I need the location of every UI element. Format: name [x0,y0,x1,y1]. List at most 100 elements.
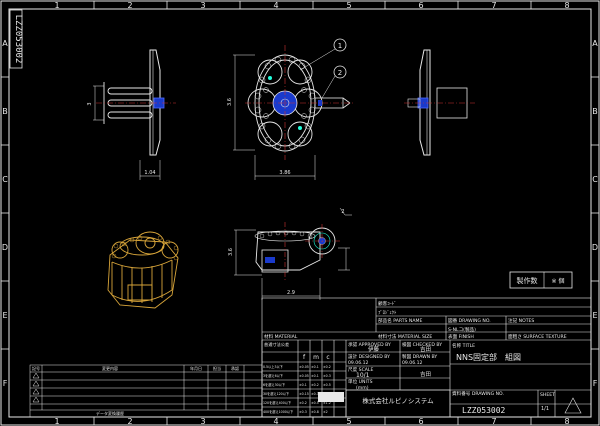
dim-front-width: 3.86 [279,170,290,176]
dim-top-height: 3.6 [228,248,234,256]
col-label-4-bottom: 4 [273,417,278,426]
tb-sheet-label: SHEET [540,392,555,398]
tb-tol-r5: 120を超え400以下 [263,400,292,405]
tb-tolerance-header: 普通寸法公差 [264,341,289,348]
tb-tol-r6-m: ±0.8 [311,410,319,414]
tb-tol-r1-m: ±0.1 [311,365,319,369]
tb-checked-label: 検図 CHECKED BY [402,341,442,348]
col-label-8-bottom: 8 [564,417,569,426]
tb-tol-r6: 400を超え1000以下 [263,409,294,414]
col-label-2-bottom: 2 [127,417,132,426]
tb-approved-label: 承認 APPROVED BY [348,341,391,348]
row-label-f-left: F [3,379,8,388]
col-label-3-top: 3 [200,1,205,10]
row-label-d-right: D [592,243,598,252]
tb-tol-r4-m: ±0.3 [311,392,319,396]
tb-tol-r1: 0.5以上3以下 [263,364,284,369]
col-label-3-bottom: 3 [200,417,205,426]
row-label-a-right: A [592,39,598,48]
balloon-1: 1 [338,42,342,50]
rev-header-symbol: 記号 [32,365,40,371]
production-count: 製作数 ※ 個 [509,271,573,289]
col-label-1-bottom: 1 [54,417,59,426]
tb-tol-r3: 6を超え30以下 [263,382,286,387]
rev-header-date: 年月日 [190,365,202,371]
tb-tol-r2-m: ±0.1 [311,374,319,378]
company-logo: LUPINO [318,395,343,402]
tb-drawn-date: 09.06.12 [402,360,423,366]
tb-tol-r3-m: ±0.2 [311,383,319,387]
tb-project: ﾌﾟﾛｼﾞｪｸﾄ [378,309,396,316]
dim-front-height: 3.6 [227,98,233,106]
revision-table [29,364,263,418]
production-label: 製作数 [517,276,538,285]
tb-doc-no-value: LZZ053002 [462,406,506,415]
tb-tol-r5-m: ±0.5 [311,401,319,405]
logo-box [318,392,344,402]
col-label-2-top: 2 [127,1,132,10]
row-label-e-right: E [592,311,597,320]
tb-doc-no-label: 資料番号 DRAWING NO. [452,390,504,397]
side-code: LZZ053002 [13,15,23,64]
tb-designed-label: 設計 DESIGNED BY [348,353,390,360]
dim-left-height: 3 [87,102,93,105]
projection-icon [564,397,582,414]
tb-scale-label: 尺度 SCALE [348,366,373,373]
row-label-d-left: D [2,243,8,252]
row-label-b-left: B [2,107,8,116]
tb-tol-m: m [313,354,319,361]
tb-surface-label: 面粗さ SURFACE TEXTURE [508,333,567,340]
tb-tol-r1-f: ±0.05 [299,365,309,369]
tb-tol-r2: 3を超え6以下 [263,373,284,378]
tb-customer: 顧客ｺｰﾄﾞ [378,300,396,307]
dim-top-small: 2 [341,209,344,215]
col-label-6-top: 6 [418,1,423,10]
tb-tol-r1-c: ±0.2 [323,365,331,369]
row-label-c-left: C [2,175,8,184]
left-side-view: 3 1.04 [87,49,176,180]
row-label-b-right: B [592,107,598,116]
tb-title-value: NNS固定部 組図 [456,352,521,362]
tb-units-label: 単位 UNITS [348,378,373,385]
col-label-5-top: 5 [346,1,351,10]
rev-footer: データ変換履歴 [96,410,124,416]
tb-tol-r6-f: ±0.3 [299,410,307,414]
tb-units-value: (mm) [356,385,369,391]
tb-drawn-name: 吉田 [420,371,431,378]
tb-drawing-no-label: 図番 DRAWING NO. [448,317,491,324]
tb-sheet-value: 1/1 [541,406,549,412]
col-label-4-top: 4 [273,1,278,10]
row-label-f-right: F [593,379,598,388]
col-label-1-top: 1 [54,1,59,10]
col-label-7-top: 7 [491,1,496,10]
rev-header-approve: 承認 [231,365,239,371]
balloon-2: 2 [338,69,342,77]
tb-scale-value: 10/1 [356,372,370,379]
tb-notes-label: 注記 NOTES [508,317,534,324]
tb-tol-c: c [326,354,329,361]
tb-drawing-no-value: S-NLコ(製品) [448,326,476,333]
tb-finish-label: 表面 FINISH [448,333,474,340]
right-side-view [404,49,475,156]
row-label-c-right: C [592,175,598,184]
tb-drawn-label: 製図 DRAWN BY [402,353,437,360]
tb-tol-r2-c: ±0.3 [323,374,331,378]
isometric-view [107,231,179,309]
row-label-a-left: A [2,39,8,48]
side-code-box [9,9,23,69]
tb-material-size-label: 材料寸法 MATERIAL SIZE [378,333,432,340]
col-label-8-top: 8 [564,1,569,10]
tb-tol-r4-f: ±0.15 [299,392,309,396]
tb-parts-name-label: 部品名 PARTS NAME [378,317,422,324]
tb-tol-r4: 30を超え120以下 [263,391,290,396]
tb-tol-r3-f: ±0.1 [299,383,307,387]
production-value: ※ 個 [552,277,565,285]
tb-approved-name: 伊藤 [368,345,380,353]
front-view: 1 2 3.6 3.86 [227,38,355,180]
rev-header-content: 変更内容 [102,365,118,371]
col-label-6-bottom: 6 [418,417,423,426]
tb-checked-name: 吉田 [420,346,431,353]
col-label-7-bottom: 7 [491,417,496,426]
tb-tol-r5-c: ±1.2 [323,401,331,405]
